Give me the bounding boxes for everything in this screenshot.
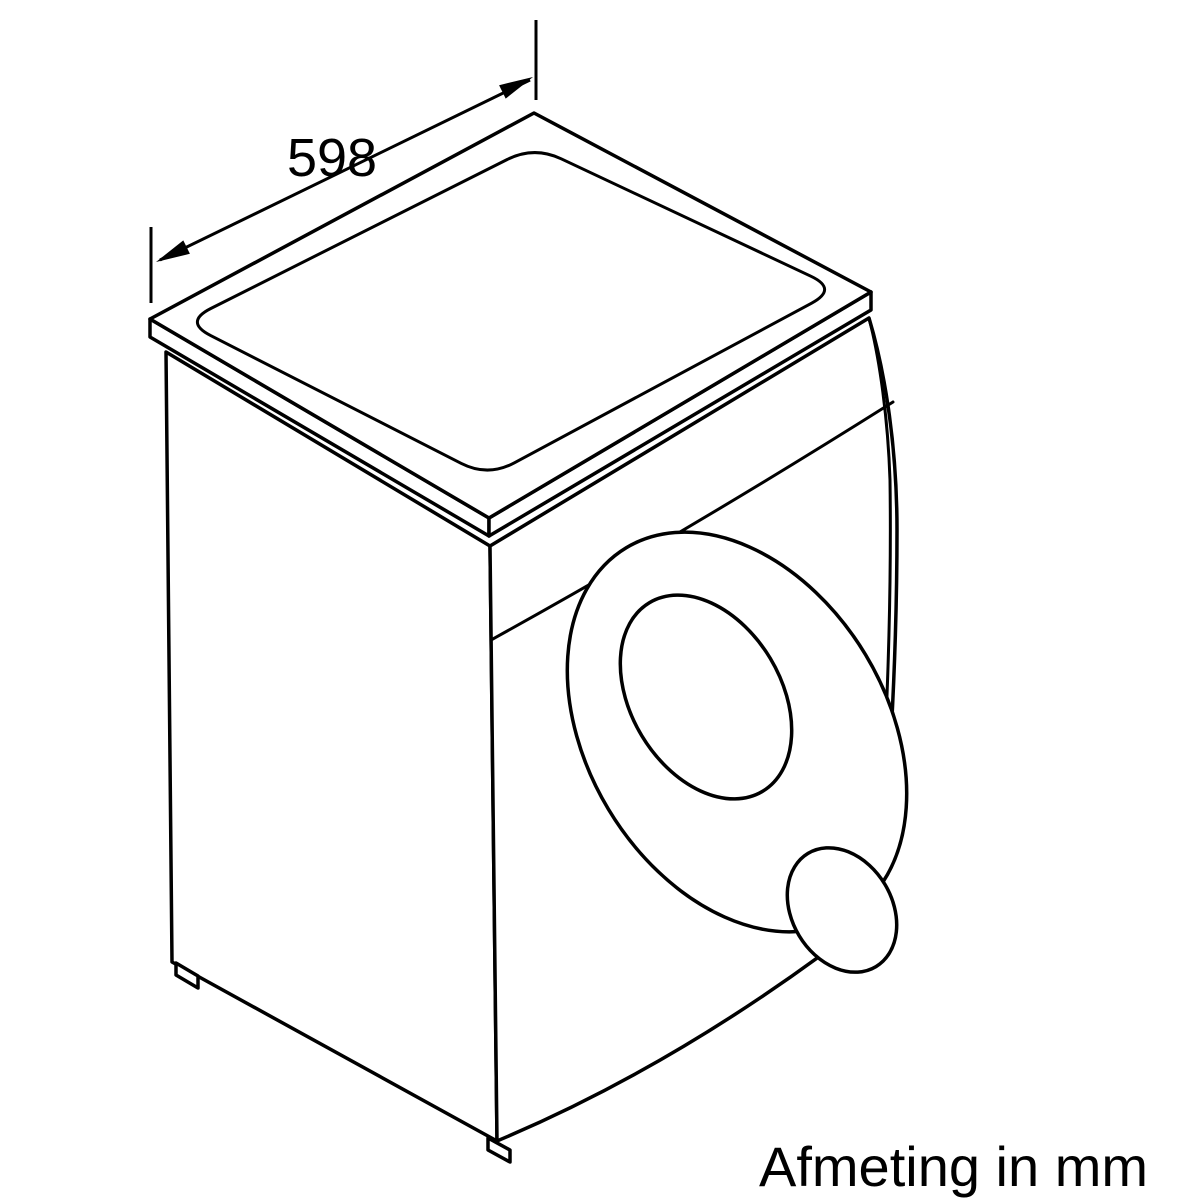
- top-panel-inner-rim: [195, 151, 827, 472]
- machine-foot-front: [486, 1136, 512, 1164]
- service-flap-circle: [785, 846, 899, 974]
- door-inner-glass: [618, 593, 794, 801]
- dimension-arrow-down-icon: [156, 240, 190, 262]
- dimension-value-label: 598: [287, 128, 377, 188]
- control-panel-band-line: [489, 400, 895, 642]
- diagram-caption: Afmeting in mm: [759, 1135, 1148, 1198]
- dimension-indicator: [149, 20, 538, 303]
- dimension-arrow-up-icon: [499, 77, 533, 99]
- machine-drawing: [148, 111, 909, 1164]
- dimension-line: [159, 78, 531, 262]
- top-panel-surface: [148, 111, 873, 520]
- machine-foot-left: [174, 961, 200, 990]
